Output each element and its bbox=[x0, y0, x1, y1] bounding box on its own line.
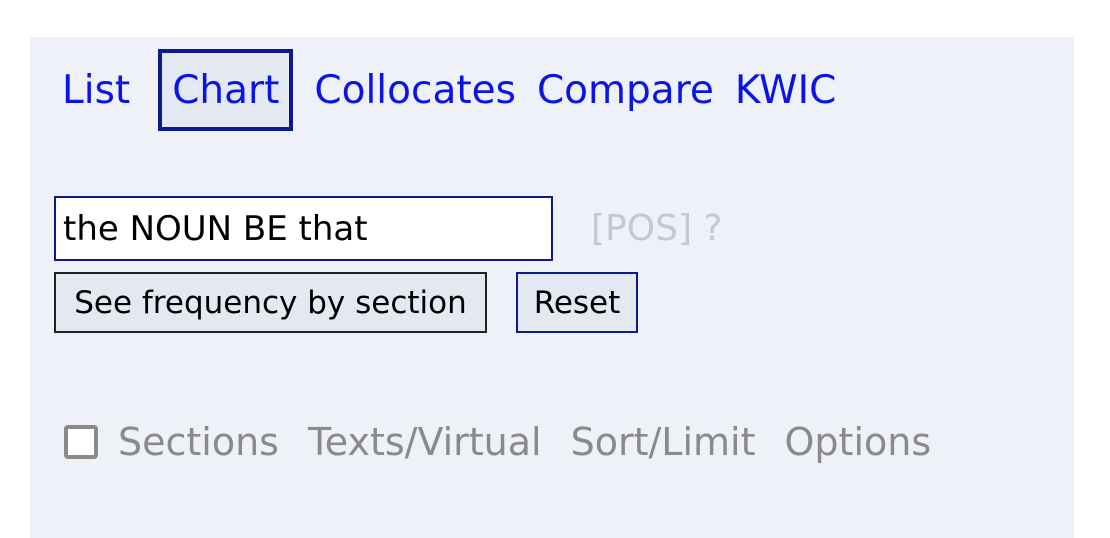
tab-compare[interactable]: Compare bbox=[536, 67, 714, 113]
sections-checkbox[interactable] bbox=[64, 425, 98, 459]
option-texts-virtual[interactable]: Texts/Virtual bbox=[307, 420, 542, 464]
search-panel: List Chart Collocates Compare KWIC [POS]… bbox=[30, 37, 1074, 538]
option-options[interactable]: Options bbox=[784, 420, 932, 464]
see-frequency-button[interactable]: See frequency by section bbox=[54, 272, 487, 333]
search-input[interactable] bbox=[54, 196, 553, 261]
option-sort-limit[interactable]: Sort/Limit bbox=[570, 420, 756, 464]
tab-collocates[interactable]: Collocates bbox=[314, 67, 516, 113]
reset-button[interactable]: Reset bbox=[516, 272, 638, 333]
tab-list[interactable]: List bbox=[62, 67, 131, 113]
mode-tabs: List Chart Collocates Compare KWIC bbox=[62, 49, 857, 131]
options-row: Sections Texts/Virtual Sort/Limit Option… bbox=[64, 417, 960, 467]
option-sections[interactable]: Sections bbox=[118, 420, 279, 464]
tab-kwic[interactable]: KWIC bbox=[734, 67, 837, 113]
pos-help-link[interactable]: [POS] ? bbox=[591, 208, 723, 249]
tab-chart[interactable]: Chart bbox=[158, 49, 294, 131]
